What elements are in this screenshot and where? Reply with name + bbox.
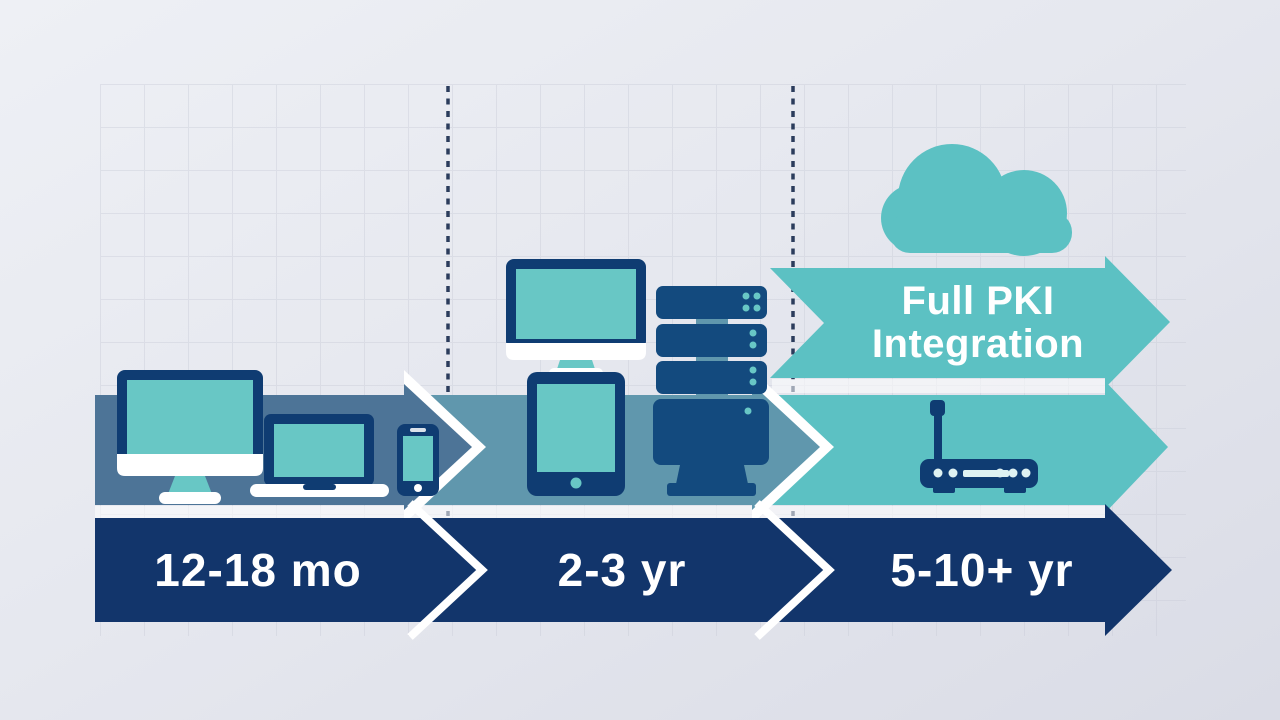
band-gap-strip-upper: [772, 379, 1105, 393]
smartphone-icon: [397, 424, 439, 496]
phase2-duration-label: 2-3 yr: [558, 544, 687, 596]
full-pki-label-line1: Full PKI: [902, 279, 1055, 323]
timeline-chevron-2: [754, 500, 835, 640]
full-pki-label-line2: Integration: [872, 322, 1084, 366]
device-band-segment-3: [745, 381, 1168, 513]
laptop-icon: [250, 414, 389, 497]
phase1-duration-label: 12-18 mo: [154, 544, 361, 596]
cloud-icon: [881, 144, 1072, 256]
full-pki-arrow: [770, 256, 1170, 388]
full-pki-banner: Full PKI Integration: [770, 256, 1170, 388]
band-gap-strip-lower: [95, 506, 1108, 518]
phase3-device-icons: [881, 144, 1072, 493]
monitor-icon: [506, 259, 646, 378]
timeline-chevron-1: [407, 500, 488, 640]
wifi-router-icon: [920, 400, 1038, 493]
phase3-duration-label: 5-10+ yr: [890, 544, 1073, 596]
phase1-device-icons: [117, 370, 439, 504]
phase2-device-icons: [506, 259, 769, 496]
timeline-arrow: [95, 504, 1172, 636]
timeline-band: 12-18 mo 2-3 yr 5-10+ yr: [95, 500, 1172, 640]
server-rack-icon: [653, 286, 769, 496]
tablet-icon: [527, 372, 625, 496]
desktop-computer-icon: [117, 370, 263, 504]
